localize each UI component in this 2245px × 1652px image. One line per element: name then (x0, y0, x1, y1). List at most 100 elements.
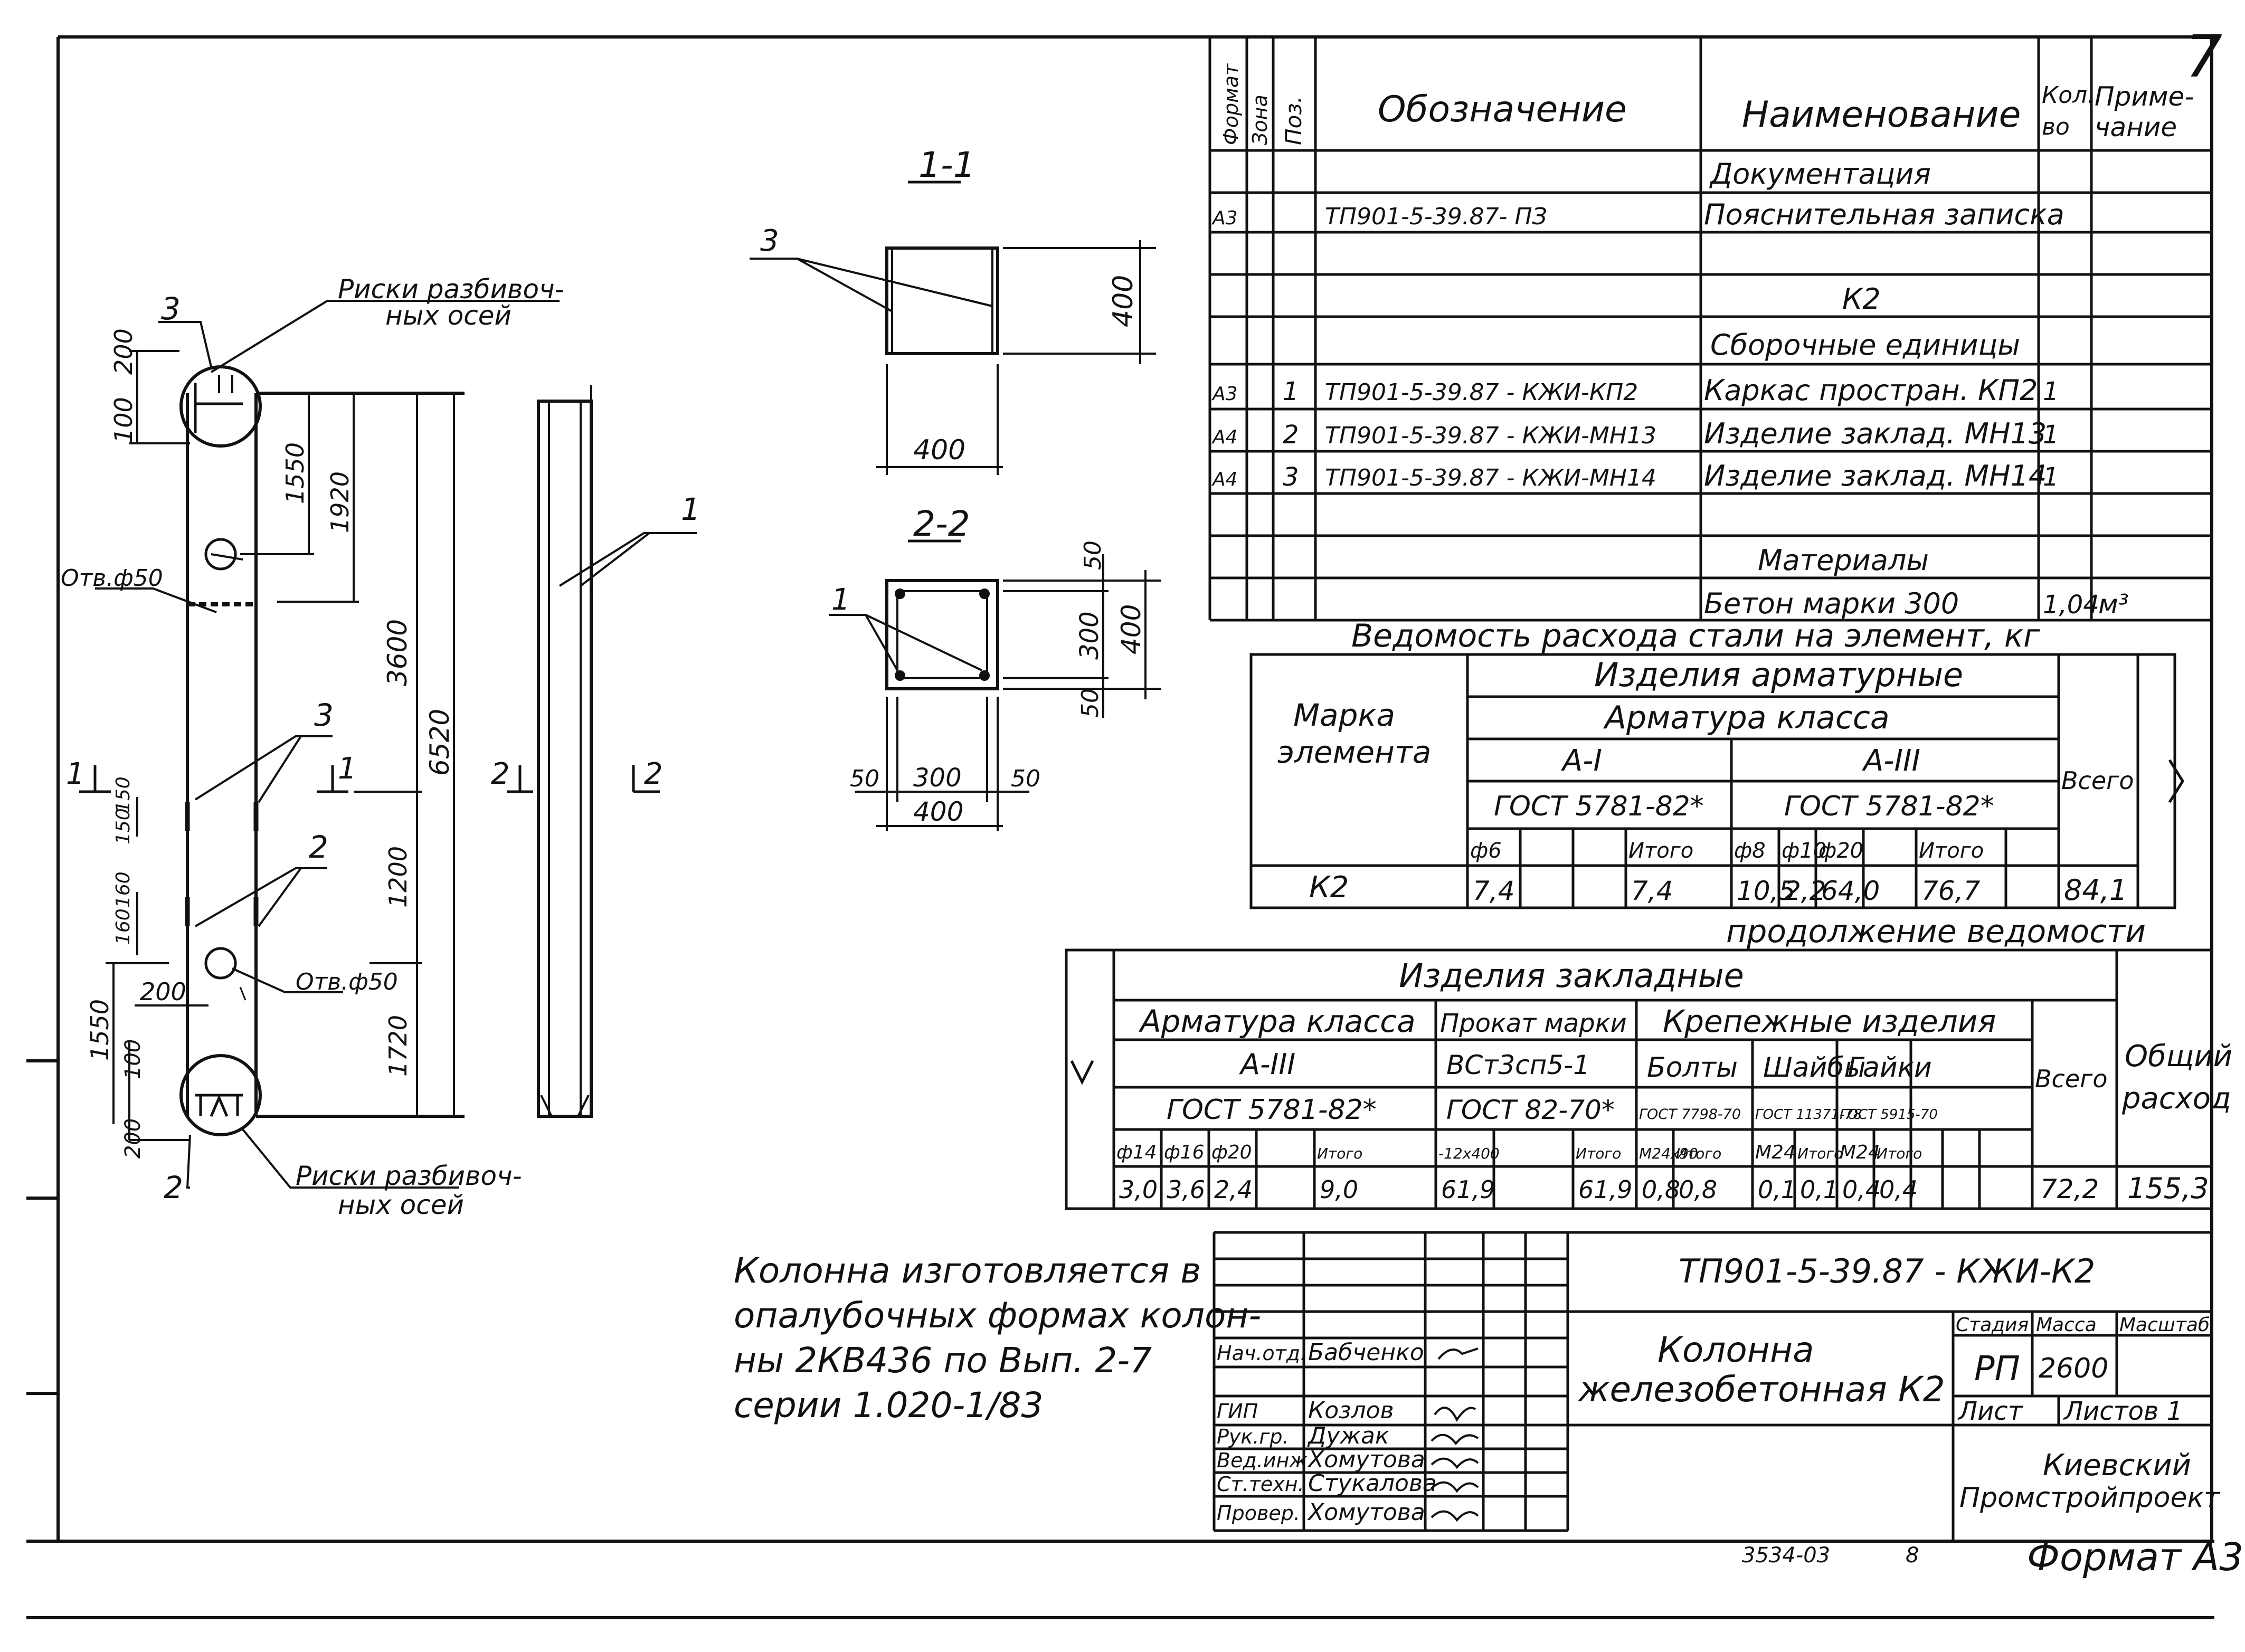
steel-col-header: ф10 (1782, 839, 1826, 863)
titleblock-mass: 2600 (2039, 1353, 2108, 1384)
spec-row-qty: 1 (2043, 462, 2059, 492)
footer-code: 3534-03 (1742, 1543, 1830, 1568)
spec-header-designation: Обозначение (1378, 89, 1627, 130)
spec-row-name: Пояснительная записка (1704, 198, 2064, 231)
cont-group: Изделия закладные (1399, 956, 1744, 995)
spec-row-qty: 1 (2043, 377, 2059, 406)
cont-cell: 0,1 (1800, 1175, 1839, 1204)
cont-cell: 0,4 (1879, 1175, 1918, 1204)
steel-title: Ведомость расхода стали на элемент, кг (1351, 618, 2040, 654)
section-2-2 (829, 539, 1161, 831)
section-1-1 (750, 181, 1156, 475)
section-2-2-dim-50c: 50 (850, 765, 879, 792)
section-2-2-dim-300b: 300 (913, 763, 962, 793)
spec-row-pos: 2 (1283, 420, 1299, 450)
person-role: Вед.инж. (1217, 1449, 1314, 1472)
steel-group: Изделия арматурные (1594, 656, 1963, 694)
steel-bracket (2168, 759, 2184, 803)
person-name: Бабченко (1308, 1339, 1424, 1366)
section-2-2-dim-50a: 50 (1079, 540, 1106, 570)
person-name: Стукалова (1308, 1470, 1437, 1497)
dim-3600: 3600 (382, 619, 413, 686)
spec-header-qty-2: во (2042, 113, 2070, 140)
cut-1-left: 1 (66, 757, 85, 791)
section-2-2-dim-50d: 50 (1011, 765, 1040, 792)
spec-header-qty: Кол. (2042, 82, 2095, 109)
section-2-2-dim-50b: 50 (1077, 688, 1104, 718)
cont-nuts: Гайки (1848, 1052, 1932, 1084)
cont-cell: 0,8 (1642, 1175, 1680, 1204)
risk-label-top: Риски разбивоч- (338, 274, 564, 305)
steel-gost3: ГОСТ 5781-82* (1784, 791, 1994, 822)
dim-1200: 1200 (384, 846, 412, 908)
note-line-4: серии 1.020-1/83 (734, 1385, 1044, 1426)
spec-row-pos: 3 (1283, 462, 1299, 492)
cont-total-label: Всего (2035, 1065, 2107, 1093)
section-1-1-pos: 3 (760, 224, 779, 258)
titleblock-org-2: Промстройпроект (1959, 1482, 2221, 1514)
hole-label-2: Отв.ф50 (296, 969, 398, 995)
cont-washers-gost: ГОСТ 11371-78 (1755, 1107, 1862, 1123)
cont-grand: 155,3 (2127, 1172, 2209, 1205)
spec-row-name: К2 (1842, 282, 1881, 316)
hole-label-1: Отв.ф50 (61, 565, 163, 592)
steel-cell: 7,4 (1473, 876, 1515, 906)
cont-arm-gost: ГОСТ 5781-82* (1167, 1094, 1377, 1126)
cont-cell: 61,9 (1441, 1175, 1495, 1204)
dim-200-bottom: 200 (140, 977, 186, 1006)
section-2-2-dim-400v: 400 (1116, 604, 1147, 654)
person-name: Дужак (1307, 1422, 1389, 1449)
section-2-2-dim-400h: 400 (913, 796, 963, 827)
spec-row-designation: ТП901-5-39.87- ПЗ (1325, 203, 1547, 230)
steel-gost1: ГОСТ 5781-82* (1494, 791, 1704, 822)
spec-header-name: Наименование (1742, 94, 2021, 136)
dim-100-base: 100 (121, 1039, 145, 1079)
cont-prokat-class: ВСт3сп5-1 (1446, 1050, 1590, 1080)
spec-row-designation: ТП901-5-39.87 - КЖИ-МН13 (1325, 422, 1656, 449)
cont-col-header: -12х400 (1438, 1145, 1500, 1162)
spec-row-name: Бетон марки 300 (1704, 587, 1959, 620)
section-2-2-labels: 2-2 50 300 50 400 50 300 50 400 1 (831, 504, 1147, 827)
spec-row-format: А4 (1211, 426, 1238, 448)
steel-class-label: Арматура класса (1603, 699, 1890, 736)
cut-2-left: 2 (491, 757, 510, 791)
spec-row-name: Изделие заклад. МН13 (1704, 417, 2047, 450)
spec-table-grid (1208, 37, 2212, 622)
dim-200-top: 200 (109, 328, 138, 375)
note-line-2: опалубочных формах колон- (734, 1295, 1261, 1336)
dim-100-top: 100 (109, 397, 138, 443)
titleblock-code: ТП901-5-39.87 - КЖИ-К2 (1679, 1252, 2095, 1290)
cont-cell: 3,6 (1167, 1175, 1205, 1204)
cut-1-right: 1 (338, 752, 357, 786)
cont-cell: 61,9 (1578, 1175, 1632, 1204)
cont-bolts-gost: ГОСТ 7798-70 (1639, 1106, 1741, 1123)
spec-row-format: А3 (1211, 207, 1238, 229)
titleblock-sheet-label: Лист (1957, 1397, 2024, 1426)
titleblock-stage: РП (1974, 1350, 2020, 1389)
dim-150-a: 150 (112, 776, 134, 813)
person-name: Хомутова (1307, 1446, 1425, 1473)
spec-table-header: Формат Зона Поз. Обозначение Наименовани… (1219, 63, 2194, 145)
titleblock-name-1: Колонна (1657, 1330, 1814, 1370)
spec-row-note: м³ (2098, 589, 2129, 620)
cut-2-right: 2 (644, 757, 663, 791)
cont-table-text: Изделия закладные Арматура класса А-III … (1138, 956, 2232, 1205)
section-2-2-title: 2-2 (913, 504, 970, 544)
title-block-text: ТП901-5-39.87 - КЖИ-К2 Колонна железобет… (1577, 1252, 2221, 1514)
steel-cell: 76,7 (1921, 876, 1981, 906)
dim-160-a: 160 (112, 871, 134, 908)
spec-header-note: Приме- (2095, 81, 2194, 112)
pos-2-mid: 2 (309, 829, 328, 865)
cont-cell: 2,4 (1214, 1175, 1253, 1204)
section-1-1-labels: 1-1 400 400 3 (760, 145, 1139, 466)
cont-col-header: ф20 (1211, 1142, 1252, 1163)
pos-3-mid: 3 (314, 697, 334, 733)
page-number: 7 (2185, 23, 2222, 90)
cont-col-header: Итого (1576, 1145, 1621, 1162)
section-2-2-pos: 1 (831, 583, 850, 617)
cont-col-header: Итого (1797, 1145, 1843, 1162)
dim-150-b: 150 (112, 808, 134, 844)
steel-col-header: Итого (1919, 839, 1984, 863)
